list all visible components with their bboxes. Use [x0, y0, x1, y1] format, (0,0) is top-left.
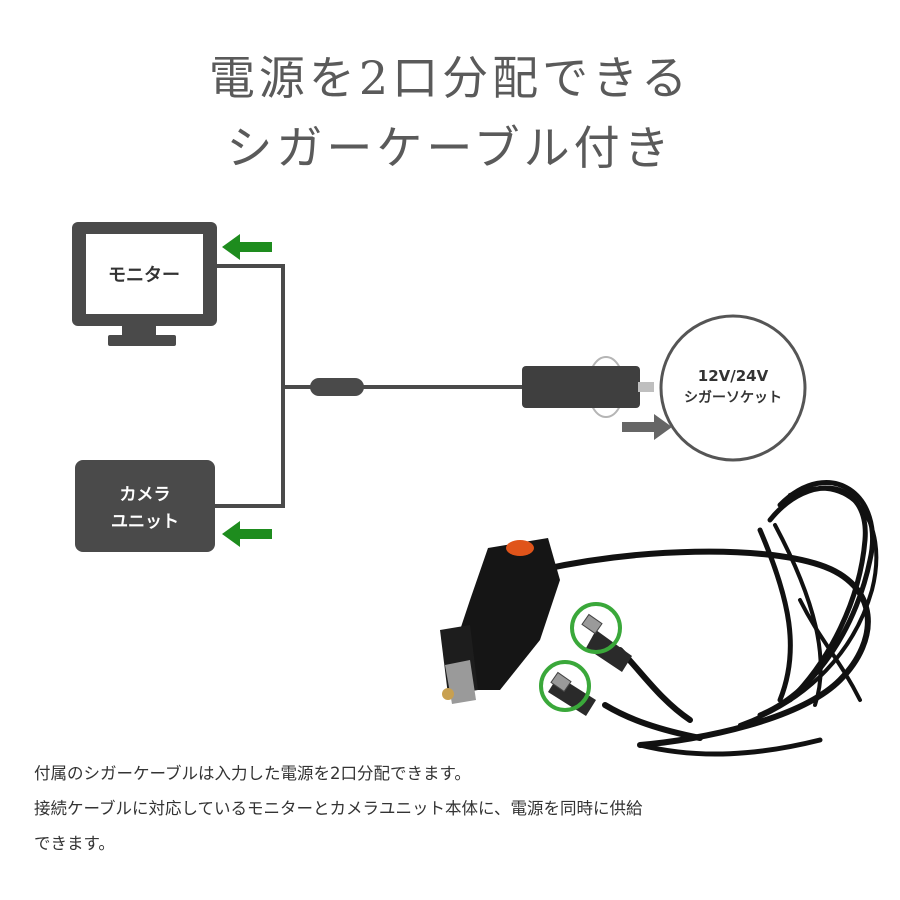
monitor-icon	[72, 222, 217, 346]
dc-plug-highlight-upper	[570, 602, 622, 654]
arrow-left-camera-icon	[222, 521, 272, 547]
dc-plug-connectors	[548, 630, 632, 716]
description-line-2: 接続ケーブルに対応しているモニターとカメラユニット本体に、電源を同時に供給	[34, 799, 643, 818]
arrow-right-socket-icon	[622, 414, 672, 440]
description-line-1: 付属のシガーケーブルは入力した電源を2口分配できます。	[34, 764, 471, 783]
camera-label-line-2: ユニット	[111, 512, 179, 532]
dc-plug-highlight-lower	[539, 660, 591, 712]
cigar-plug-icon	[522, 356, 654, 418]
camera-unit-box	[75, 460, 215, 552]
socket-label-line-1: 12V/24V	[698, 367, 769, 385]
socket-circle	[659, 314, 807, 462]
monitor-label: モニター	[108, 265, 180, 286]
title-line-1: 電源を2口分配できる	[208, 51, 692, 105]
dc-plug-tips	[550, 613, 603, 693]
socket-label-line-2: シガーソケット	[684, 390, 782, 406]
cable-lines	[215, 264, 525, 508]
ferrite-core	[310, 378, 364, 396]
camera-label-line-1: カメラ	[120, 485, 171, 505]
description-line-3: できます。	[34, 834, 115, 853]
cigar-plug-photo	[440, 538, 560, 704]
title-line-2: シガーケーブル付き	[226, 121, 674, 175]
arrow-left-monitor-icon	[222, 234, 272, 260]
